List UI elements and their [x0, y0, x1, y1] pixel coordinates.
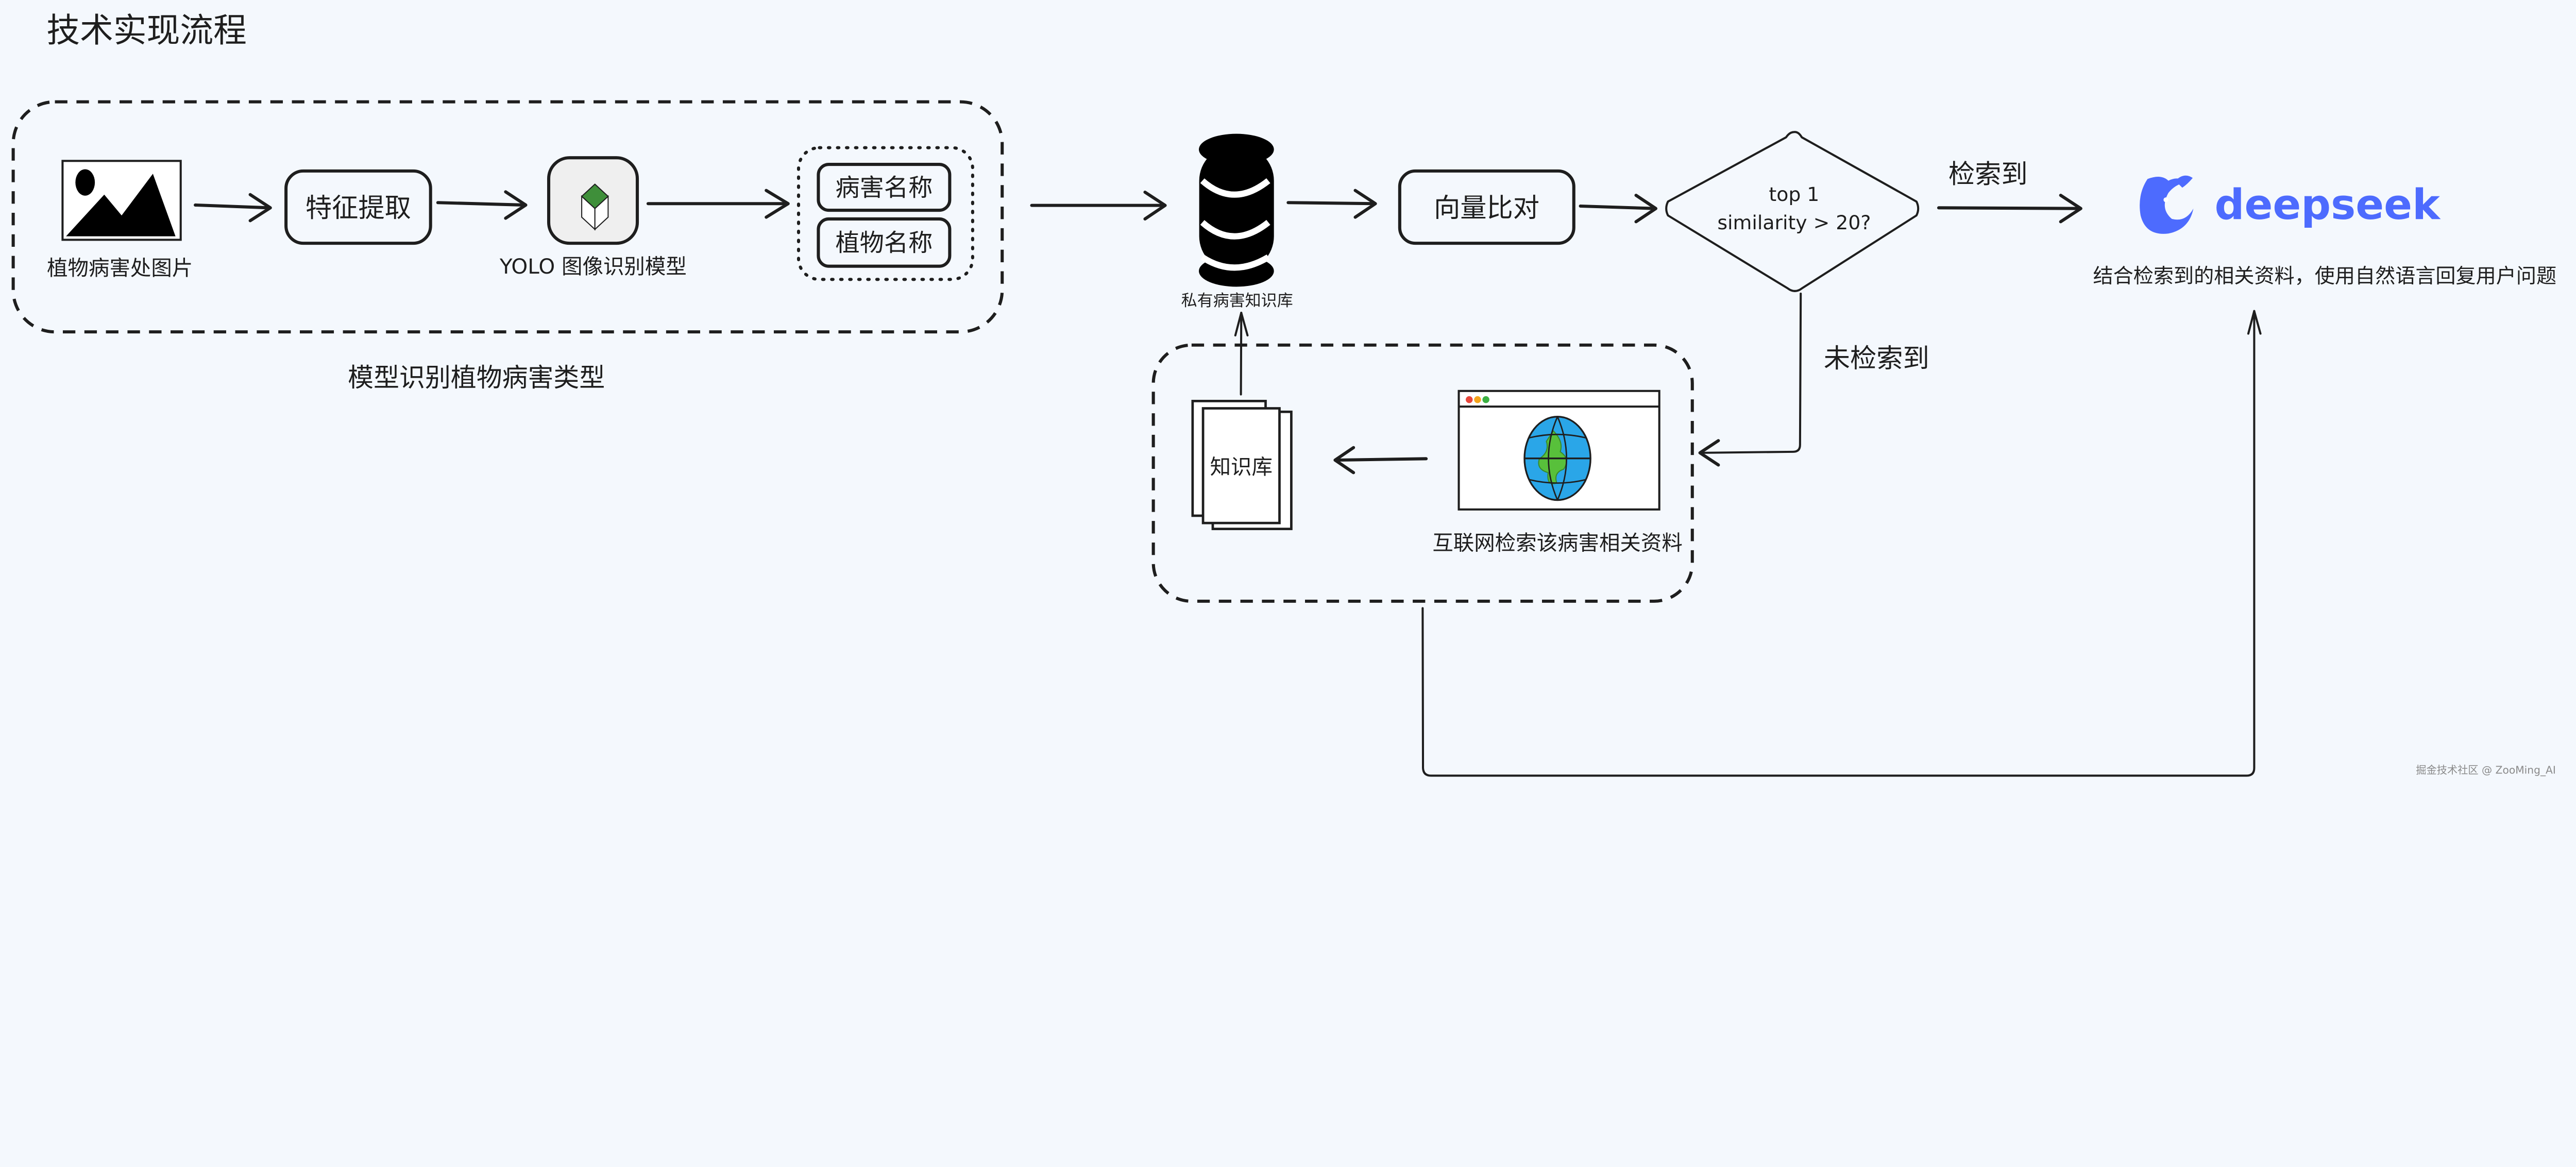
web-search-group	[1151, 343, 1694, 603]
arrow-not-found	[1698, 292, 1802, 467]
arrow-to-database	[1234, 312, 1249, 396]
arrow-to-deepseek	[1421, 310, 2262, 777]
recognition-outputs-group	[796, 146, 974, 281]
arrow	[646, 189, 790, 219]
vector-comparison-label: 向量比对	[1434, 193, 1539, 224]
diagram-title: 技术实现流程	[46, 11, 247, 50]
deepseek-description: 结合检索到的相关资料，使用自然语言回复用户问题	[2093, 265, 2557, 288]
document-stack-icon	[1191, 400, 1293, 530]
cube-icon	[581, 183, 609, 231]
disease-name-label: 病害名称	[835, 174, 933, 202]
plant-name-label: 植物名称	[835, 229, 933, 258]
arrow	[1333, 446, 1428, 475]
disease-name-box	[817, 162, 952, 212]
arrow-found	[1937, 194, 2082, 224]
similarity-decision	[1665, 131, 1920, 292]
arrow	[194, 193, 272, 223]
database-icon	[1198, 133, 1274, 287]
vector-comparison-box	[1398, 169, 1575, 245]
model-recognition-group-label: 模型识别植物病害类型	[348, 363, 605, 393]
deepseek-logo-text: deepseek	[2215, 181, 2442, 229]
not-found-label: 未检索到	[1824, 343, 1929, 374]
plant-image-label: 植物病害处图片	[47, 256, 193, 280]
arrow	[1286, 189, 1377, 219]
database-label: 私有病害知识库	[1181, 292, 1293, 310]
decision-line-2: similarity > 20?	[1717, 211, 1871, 234]
model-recognition-group	[11, 100, 1004, 334]
image-icon	[61, 160, 182, 241]
flow-diagram: 技术实现流程 模型识别植物病害类型 植物病害处图片 特征提取 YOLO 图像识别…	[11, 11, 2557, 777]
decision-line-1: top 1	[1769, 183, 1819, 206]
arrow	[436, 190, 528, 220]
browser-globe-icon	[1458, 390, 1660, 511]
feature-extraction-label: 特征提取	[306, 193, 411, 224]
arrow	[1030, 190, 1167, 221]
watermark: 掘金技术社区 @ ZooMing_AI	[2416, 764, 2556, 776]
plant-name-box	[817, 217, 952, 268]
feature-extraction-box	[284, 169, 432, 245]
deepseek-whale-icon	[2140, 175, 2194, 234]
yolo-model-label: YOLO 图像识别模型	[499, 254, 687, 279]
arrow	[1579, 194, 1657, 224]
knowledge-doc-label: 知识库	[1210, 454, 1273, 479]
web-search-label: 互联网检索该病害相关资料	[1432, 531, 1682, 555]
found-label: 检索到	[1948, 159, 2028, 190]
